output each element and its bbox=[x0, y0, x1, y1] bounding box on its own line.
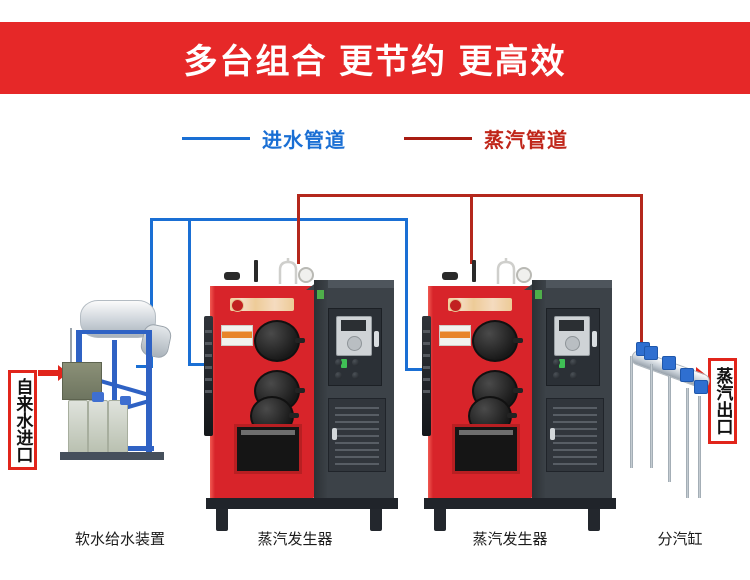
boiler2-leg-left bbox=[434, 509, 446, 531]
steam-pipe-distributor-drop bbox=[640, 194, 643, 350]
steam-pipe-boiler1-riser bbox=[297, 194, 300, 264]
distributor-valve-2[interactable] bbox=[644, 346, 658, 360]
boiler2-green-chip bbox=[535, 290, 542, 299]
water-inlet-arrow-icon bbox=[38, 365, 68, 381]
distributor-drop-leg-3 bbox=[668, 376, 671, 482]
boiler1-upper-door-icon bbox=[254, 320, 305, 362]
legend-item-water-pipe: 进水管道 bbox=[182, 124, 346, 153]
boiler1-panel-handle[interactable] bbox=[374, 331, 379, 347]
boiler1-top-piping-icon bbox=[278, 258, 298, 284]
boiler2-panel-button-1[interactable] bbox=[553, 372, 560, 379]
equipment-distributor bbox=[629, 340, 740, 500]
caption-boiler-1: 蒸汽发生器 bbox=[257, 531, 333, 548]
boiler1-controller-display[interactable] bbox=[336, 316, 372, 356]
softener-frame-top-rail bbox=[76, 330, 152, 334]
boiler1-warning-sticker bbox=[221, 325, 253, 346]
steam-pipe-line-icon bbox=[404, 136, 472, 140]
water-pipe-softener-stub bbox=[136, 365, 153, 368]
callout-water-inlet: 自来水进口 bbox=[8, 370, 37, 470]
caption-boiler-2: 蒸汽发生器 bbox=[472, 531, 548, 548]
boiler2-vent-handle[interactable] bbox=[550, 428, 555, 440]
softener-base-plate bbox=[60, 452, 164, 460]
callout-water-inlet-label: 自来水进口 bbox=[13, 377, 33, 463]
boiler2-body-slant bbox=[524, 280, 538, 290]
boiler2-ash-door bbox=[452, 424, 520, 474]
boiler2-vent-panel bbox=[546, 398, 604, 472]
water-pipe-boiler1-inlet bbox=[188, 363, 214, 366]
water-pipe-boiler2-inlet bbox=[405, 368, 432, 371]
boiler1-base bbox=[206, 498, 398, 509]
equipment-boiler-1 bbox=[204, 258, 400, 533]
softener-valve-1 bbox=[92, 392, 104, 402]
distributor-valve-5[interactable] bbox=[694, 380, 708, 394]
boiler1-panel-button-4[interactable] bbox=[352, 359, 359, 366]
boiler1-panel-button-3[interactable] bbox=[335, 359, 342, 366]
boiler2-upper-door-icon bbox=[472, 320, 523, 362]
boiler1-left-side-rail bbox=[204, 316, 213, 436]
water-pipe-boiler2-drop bbox=[405, 218, 408, 371]
legend-label-water: 进水管道 bbox=[262, 129, 346, 152]
distributor-drop-leg-2 bbox=[650, 364, 653, 468]
boiler1-brand-logo bbox=[230, 298, 294, 312]
legend: 进水管道 蒸汽管道 bbox=[0, 123, 750, 153]
boiler1-ash-door bbox=[234, 424, 302, 474]
distributor-drop-leg-4 bbox=[686, 388, 689, 498]
boiler2-side-shading bbox=[532, 280, 546, 498]
page-title: 多台组合 更节约 更高效 bbox=[183, 42, 567, 81]
caption-distributor: 分汽缸 bbox=[657, 531, 703, 548]
boiler1-body-slant bbox=[306, 280, 320, 290]
distributor-drop-leg-5 bbox=[698, 396, 701, 498]
distributor-valve-4[interactable] bbox=[680, 368, 694, 382]
boiler2-panel-handle[interactable] bbox=[592, 331, 597, 347]
header-banner: 多台组合 更节约 更高效 bbox=[0, 22, 750, 94]
boiler2-top-stub-a bbox=[442, 272, 458, 280]
boiler1-side-shading bbox=[314, 280, 328, 498]
water-pipe-softener-riser bbox=[150, 218, 153, 368]
softener-frame-post-right bbox=[146, 330, 152, 460]
boiler1-vent-handle[interactable] bbox=[332, 428, 337, 440]
distributor-drop-leg-1 bbox=[630, 356, 633, 468]
boiler2-side-top-edge bbox=[532, 280, 612, 288]
boiler1-side-top-edge bbox=[314, 280, 394, 288]
boiler1-leg-right bbox=[370, 509, 382, 531]
boiler2-top-piping-icon bbox=[496, 258, 516, 284]
caption-softener: 软水给水装置 bbox=[74, 531, 165, 548]
boiler2-panel-button-4[interactable] bbox=[570, 359, 577, 366]
callout-steam-outlet-label: 蒸汽出口 bbox=[713, 367, 733, 435]
softener-resin-bottle-3 bbox=[108, 400, 128, 454]
boiler2-brand-logo bbox=[448, 298, 512, 312]
steam-pipe-boiler2-riser bbox=[470, 194, 473, 264]
boiler1-panel-button-2[interactable] bbox=[352, 372, 359, 379]
boiler2-panel-button-3[interactable] bbox=[553, 359, 560, 366]
boiler2-base bbox=[424, 498, 616, 509]
callout-steam-outlet: 蒸汽出口 bbox=[708, 358, 737, 444]
boiler2-panel-button-2[interactable] bbox=[570, 372, 577, 379]
boiler1-top-stub-b bbox=[254, 260, 258, 282]
boiler1-leg-left bbox=[216, 509, 228, 531]
water-pipe-top-run bbox=[150, 218, 408, 221]
boiler2-warning-sticker bbox=[439, 325, 471, 346]
boiler2-controller-display[interactable] bbox=[554, 316, 590, 356]
boiler1-vent-panel bbox=[328, 398, 386, 472]
boiler2-left-side-rail bbox=[422, 316, 431, 436]
boiler1-top-stub-a bbox=[224, 272, 240, 280]
softener-tank-outlet bbox=[138, 322, 174, 360]
boiler1-green-chip bbox=[317, 290, 324, 299]
water-pipe-boiler1-drop bbox=[188, 218, 191, 366]
softener-resin-bottle-2 bbox=[88, 400, 108, 454]
boiler1-panel-button-1[interactable] bbox=[335, 372, 342, 379]
equipment-boiler-2 bbox=[422, 258, 618, 533]
legend-label-steam: 蒸汽管道 bbox=[484, 129, 568, 152]
equipment-softener bbox=[60, 300, 174, 515]
boiler2-top-stub-b bbox=[472, 260, 476, 282]
boiler2-leg-right bbox=[588, 509, 600, 531]
boiler1-status-led bbox=[341, 359, 347, 368]
softener-resin-bottle-1 bbox=[68, 400, 88, 454]
distributor-valve-3[interactable] bbox=[662, 356, 676, 370]
legend-item-steam-pipe: 蒸汽管道 bbox=[404, 124, 568, 153]
boiler2-status-led bbox=[559, 359, 565, 368]
softener-valve-2 bbox=[120, 396, 131, 405]
water-pipe-line-icon bbox=[182, 136, 250, 140]
